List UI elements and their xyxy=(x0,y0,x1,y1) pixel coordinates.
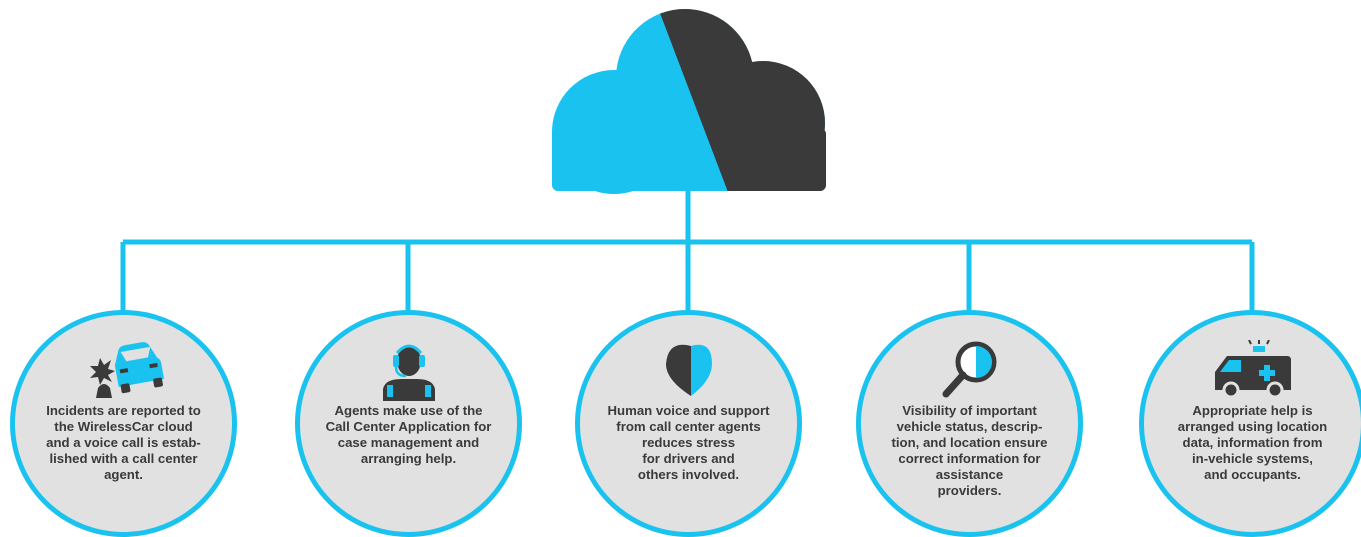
help-arranged-node: Appropriate help is arranged using locat… xyxy=(1139,310,1361,537)
vehicle-visibility-node: Visibility of important vehicle status, … xyxy=(856,310,1083,537)
call-agent-headset-icon xyxy=(300,335,517,405)
incident-reporting-node: Incidents are reported to the WirelessCa… xyxy=(10,310,237,537)
node-description: Agents make use of the Call Center Appli… xyxy=(325,403,492,466)
heart-icon xyxy=(580,335,797,405)
node-description: Incidents are reported to the WirelessCa… xyxy=(46,403,201,482)
car-crash-icon xyxy=(15,335,232,405)
cloud-icon xyxy=(552,9,826,194)
ambulance-icon xyxy=(1144,335,1361,405)
call-center-app-node: Agents make use of the Call Center Appli… xyxy=(295,310,522,537)
node-description: Human voice and support from call center… xyxy=(607,403,770,482)
magnifying-glass-icon xyxy=(861,335,1078,405)
stress-reduction-node: Human voice and support from call center… xyxy=(575,310,802,537)
node-description: Appropriate help is arranged using locat… xyxy=(1177,403,1328,482)
node-description: Visibility of important vehicle status, … xyxy=(891,403,1048,498)
